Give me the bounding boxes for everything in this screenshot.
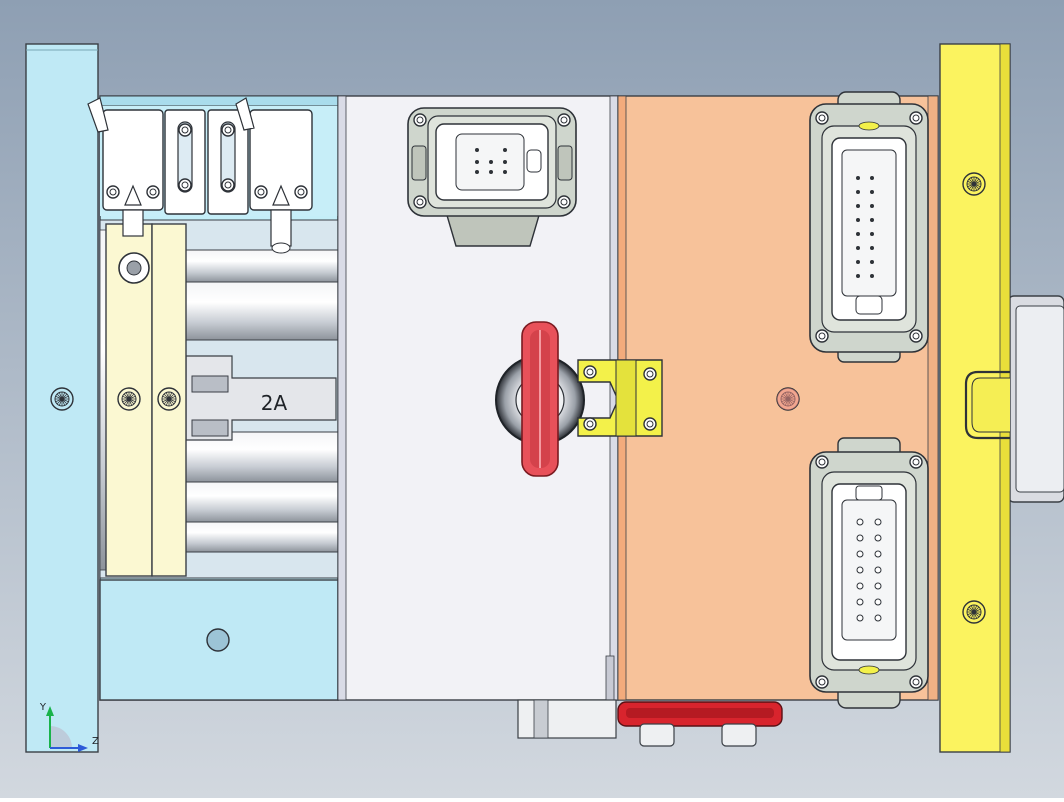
- mounting-hole-icon: [206, 628, 230, 652]
- bottom-gland-plate: [517, 699, 617, 739]
- rotary-disconnect-switch[interactable]: [495, 321, 585, 477]
- triad-y-label: Y: [39, 702, 47, 713]
- limit-switch-left[interactable]: [87, 97, 164, 237]
- left-mounting-rail[interactable]: [25, 43, 99, 753]
- limit-switch-middle[interactable]: [164, 109, 249, 215]
- hinge-bracket[interactable]: [577, 359, 663, 437]
- connector-bottom-right[interactable]: [809, 437, 929, 709]
- bottom-mounting-bracket[interactable]: [617, 701, 783, 747]
- limit-switch-right[interactable]: [235, 97, 313, 254]
- center-panel[interactable]: [337, 95, 619, 739]
- connector-top-right[interactable]: [809, 91, 929, 363]
- right-mounting-rail[interactable]: [939, 43, 1064, 753]
- right-panel[interactable]: [577, 91, 939, 747]
- connector-top-center[interactable]: [407, 107, 577, 247]
- triad-z-label: Z: [92, 736, 99, 747]
- current-rating-label: 2A: [261, 391, 288, 415]
- axis-triad-icon: Y Z: [39, 702, 99, 752]
- left-module[interactable]: 2A: [87, 95, 339, 701]
